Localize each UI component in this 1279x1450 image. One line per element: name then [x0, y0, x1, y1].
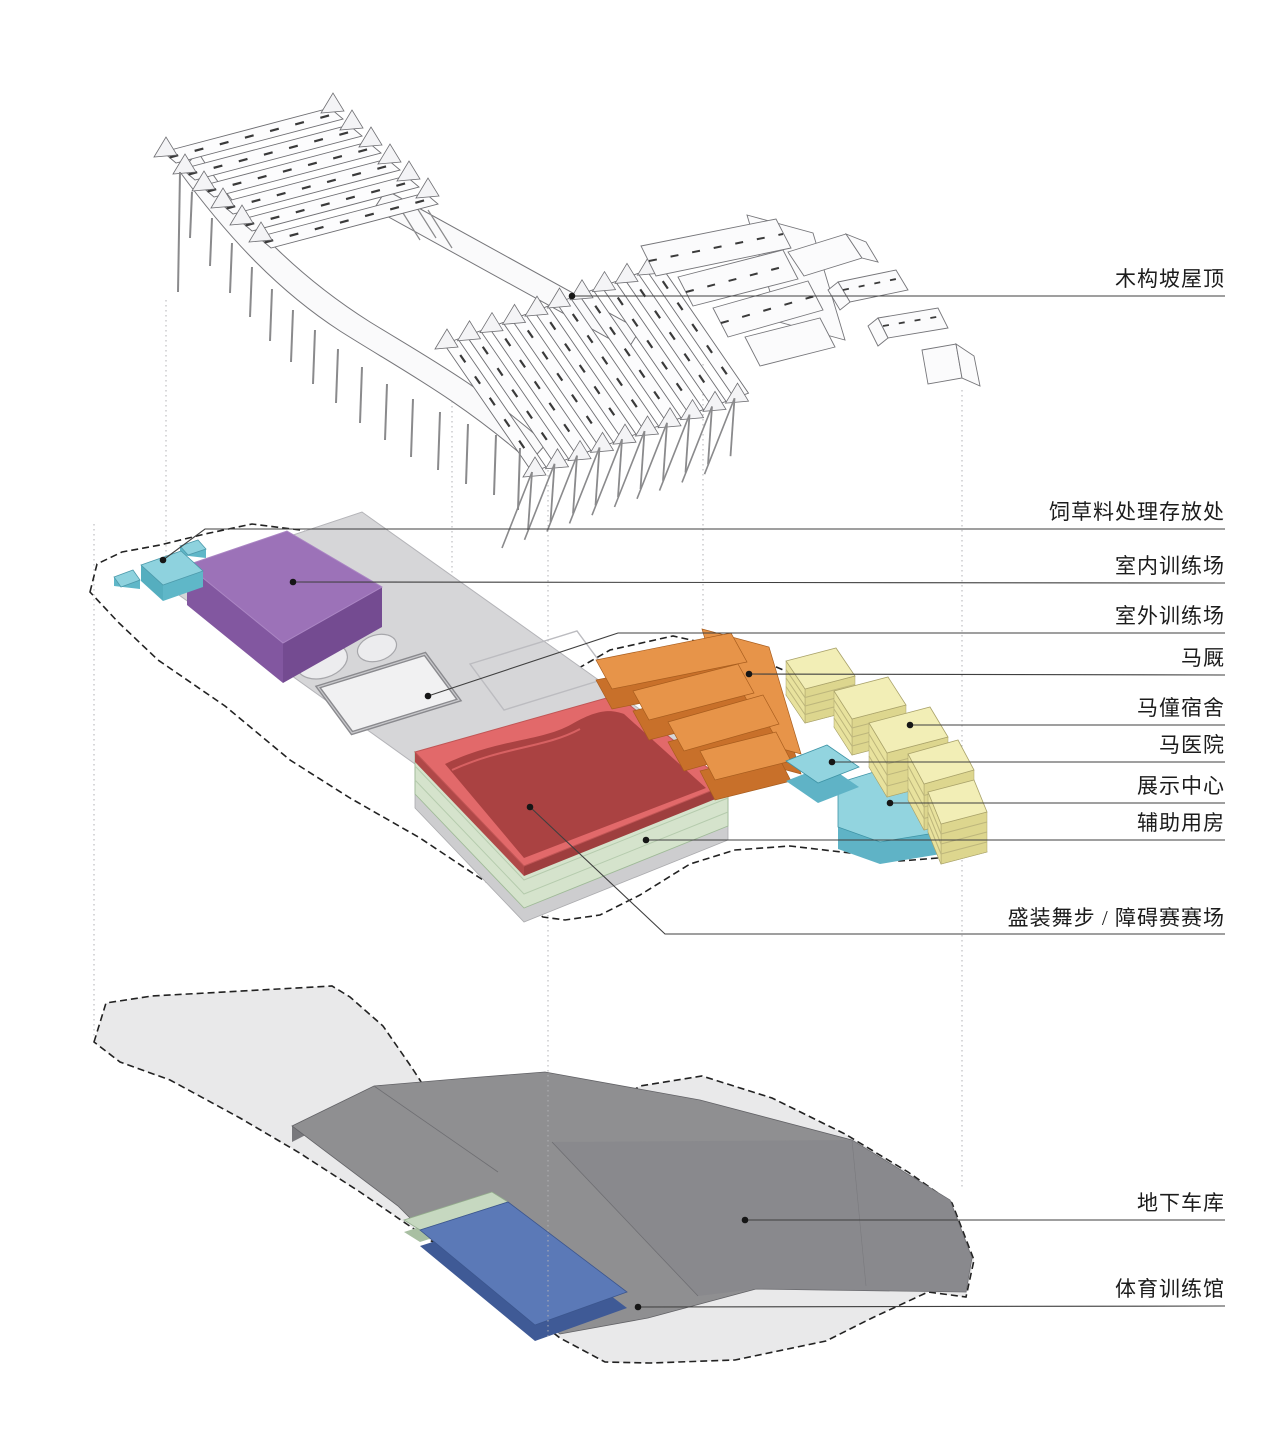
stable-roof-E	[640, 214, 846, 367]
label-underground-garage: 地下车库	[1137, 1191, 1225, 1215]
timber-roof-structure	[153, 92, 981, 549]
leader-lines	[162, 295, 1226, 1308]
roof-group-B	[434, 254, 750, 478]
forage-storage-boxes	[113, 539, 207, 601]
label-exhibition-center: 展示中心	[1137, 774, 1225, 798]
middle-layer	[89, 511, 988, 923]
horse-hospital-building	[785, 744, 860, 803]
label-groom-dormitory: 马僮宿舍	[1137, 696, 1225, 720]
bottom-layer-site	[93, 985, 975, 1364]
walkway-canopy	[179, 151, 547, 463]
label-auxiliary-rooms: 辅助用房	[1137, 811, 1225, 835]
roof-group-A	[153, 92, 440, 249]
leader-dots	[159, 292, 914, 1311]
outdoor-training-arena	[314, 651, 463, 736]
label-horse-hospital: 马医院	[1159, 733, 1225, 757]
stables-building	[595, 628, 802, 801]
dormitory-gable-roofs	[787, 233, 981, 387]
label-forage-processing-storage: 饲草料处理存放处	[1049, 500, 1225, 524]
label-dressage-jumping-arena: 盛装舞步 / 障碍赛赛场	[1007, 906, 1225, 930]
label-stables: 马厩	[1181, 646, 1225, 670]
label-sports-training-hall: 体育训练馆	[1115, 1277, 1225, 1301]
groom-dormitory-stacks	[785, 647, 988, 865]
sports-training-hall-slab	[419, 1201, 628, 1341]
round-pen-small	[356, 633, 398, 663]
roof-columns	[177, 171, 736, 549]
label-indoor-training-arena: 室内训练场	[1115, 554, 1225, 578]
label-timber-pitched-roof: 木构坡屋顶	[1115, 267, 1225, 291]
indoor-training-arena-box	[185, 530, 383, 683]
label-outdoor-training-arena: 室外训练场	[1115, 604, 1225, 628]
